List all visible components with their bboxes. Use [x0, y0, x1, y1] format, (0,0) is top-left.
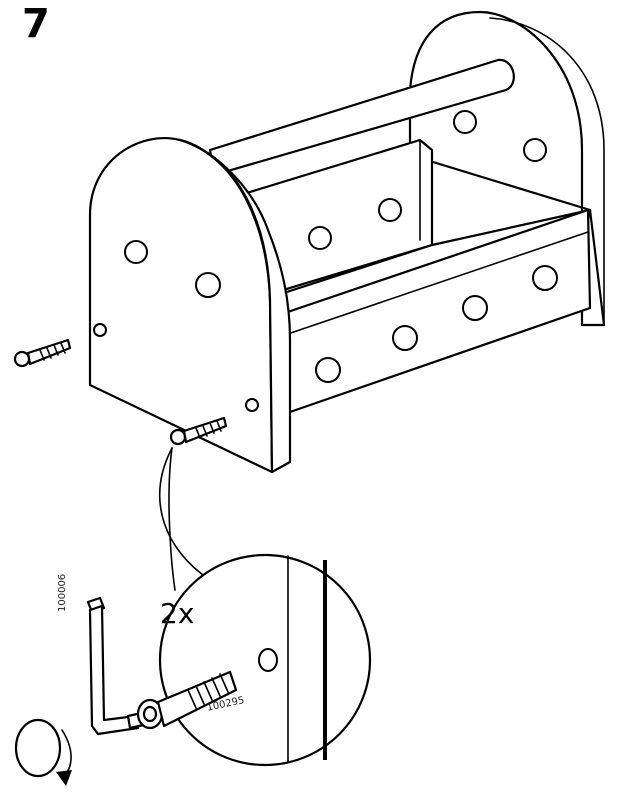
- detail-magnifier-icon: [158, 553, 372, 767]
- rotate-arrow-icon: [14, 718, 72, 786]
- screw-icon: [136, 670, 238, 730]
- screw-icon: [169, 416, 228, 446]
- quantity-label: 2x: [160, 597, 195, 630]
- handle-rod: [208, 58, 515, 177]
- step-number: 7: [22, 1, 50, 47]
- allen-key-part-number: 100006: [57, 573, 68, 612]
- screw-icon: [13, 338, 72, 368]
